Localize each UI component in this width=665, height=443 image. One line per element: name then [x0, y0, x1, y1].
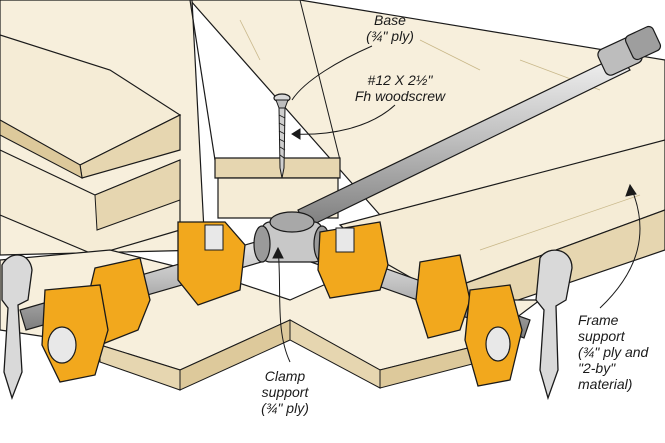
- clamp-head-right-inner: [317, 221, 389, 299]
- label-woodscrew: #12 X 2½" Fh woodscrew: [330, 72, 470, 104]
- label-frame-support-line5: material): [578, 376, 633, 392]
- label-frame-support-line4: "2-by": [578, 360, 616, 376]
- leader-clamp: [277, 247, 291, 363]
- handle-left: [1, 254, 33, 400]
- leader-frame: [599, 184, 641, 309]
- leader-lines: [272, 45, 641, 363]
- label-woodscrew-line2: Fh woodscrew: [354, 88, 446, 104]
- label-base: Base (¾" ply): [330, 12, 450, 44]
- label-base-line2: (¾" ply): [366, 28, 414, 44]
- long-pipe: [297, 25, 662, 229]
- label-frame-support: Frame support (¾" ply and "2-by" materia…: [578, 312, 662, 392]
- label-base-line1: Base: [374, 12, 406, 28]
- woodscrew: [273, 93, 291, 179]
- label-frame-support-line3: (¾" ply and: [578, 344, 649, 360]
- label-frame-support-line2: support: [578, 328, 625, 344]
- handle-right: [535, 249, 573, 401]
- clamp-tail-right: [415, 254, 523, 387]
- leader-screw: [291, 104, 396, 135]
- arrow-clamp: [272, 246, 284, 259]
- stacked-boards: [0, 34, 182, 256]
- arrow-screw: [291, 128, 301, 140]
- clamp-head-left-inner: [177, 221, 246, 306]
- arrow-frame: [625, 183, 637, 197]
- label-clamp-support-line3: (¾" ply): [261, 400, 309, 416]
- label-woodscrew-line1: #12 X 2½": [367, 72, 433, 88]
- label-clamp-support: Clamp support (¾" ply): [235, 368, 335, 416]
- clamp-tail-left: [41, 257, 151, 383]
- label-clamp-support-line1: Clamp: [264, 368, 306, 384]
- label-clamp-support-line2: support: [261, 384, 309, 400]
- label-frame-support-line1: Frame: [578, 312, 619, 328]
- leader-base: [291, 45, 373, 101]
